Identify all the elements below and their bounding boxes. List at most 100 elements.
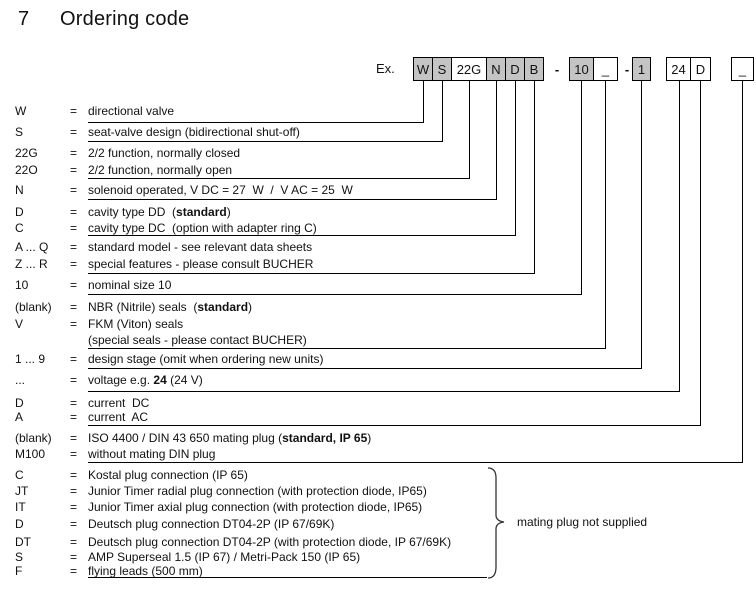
description-part: 2/2 function, normally open (88, 163, 233, 177)
code-box: _ (593, 57, 618, 81)
description: seat-valve design (bidirectional shut-of… (88, 125, 300, 139)
description-part: Junior Timer radial plug connection (wit… (88, 484, 427, 498)
equals-sign: = (70, 278, 78, 292)
description-part: nominal size 10 (88, 278, 172, 292)
code-label: IT (15, 500, 26, 514)
description-part: cavity type DD ( (88, 205, 177, 219)
description: design stage (omit when ordering new uni… (88, 352, 323, 366)
code-label: ... (15, 373, 26, 387)
equals-sign: = (70, 396, 78, 410)
description: NBR (Nitrile) seals (standard) (88, 300, 252, 314)
connector-line (88, 81, 516, 236)
example-label: Ex. (376, 61, 395, 76)
code-label: 22G (15, 146, 38, 160)
equals-sign: = (70, 125, 78, 139)
equals-sign: = (70, 163, 78, 177)
section-title: Ordering code (60, 8, 190, 30)
equals-sign: = (70, 517, 78, 531)
code-label: D (15, 517, 24, 531)
code-label: A (15, 410, 24, 424)
description-part: ) (367, 431, 372, 445)
code-label: JT (15, 484, 29, 498)
description-part: without mating DIN plug (88, 447, 216, 461)
connector-line (88, 81, 743, 463)
description-part: standard (197, 300, 249, 314)
code-separator: - (624, 61, 630, 77)
code-label: W (15, 104, 27, 118)
connector-line (88, 81, 497, 200)
code-box: 24 (666, 57, 691, 81)
equals-sign: = (70, 221, 78, 235)
description-part: NBR (Nitrile) seals ( (88, 300, 198, 314)
equals-sign: = (70, 447, 78, 461)
description-part: FKM (Viton) seals (88, 317, 184, 331)
description: nominal size 10 (88, 278, 171, 292)
description: special features - please consult BUCHER (88, 257, 313, 271)
description-part: Kostal plug connection (IP 65) (88, 468, 248, 482)
code-box: _ (731, 57, 754, 81)
code-box: S (432, 57, 452, 81)
description: solenoid operated, V DC = 27 W / V AC = … (88, 183, 353, 197)
description: without mating DIN plug (88, 447, 215, 461)
description-part: standard (176, 205, 227, 219)
description: FKM (Viton) seals (88, 317, 183, 331)
connector-line (88, 81, 680, 392)
description: cavity type DC (option with adapter ring… (88, 221, 317, 235)
description: directional valve (88, 104, 174, 118)
description-part: 2/2 function, normally closed (88, 146, 241, 160)
equals-sign: = (70, 240, 78, 254)
connector-line (88, 81, 470, 179)
description: AMP Superseal 1.5 (IP 67) / Metri-Pack 1… (88, 550, 360, 564)
description-part: (special seals - please contact BUCHER) (88, 333, 307, 347)
code-label: Z ... R (15, 257, 48, 271)
connector-line (88, 81, 582, 295)
description-part: seat-valve design (bidirectional shut-of… (88, 125, 300, 139)
description: Junior Timer axial plug connection (with… (88, 500, 422, 514)
description-part: 24 (153, 373, 167, 387)
description: cavity type DD (standard) (88, 205, 231, 219)
equals-sign: = (70, 352, 78, 366)
equals-sign: = (70, 146, 78, 160)
description: 2/2 function, normally closed (88, 146, 240, 160)
connector-line (88, 81, 535, 274)
code-box: D (690, 57, 711, 81)
description: 2/2 function, normally open (88, 163, 232, 177)
code-box: W (413, 57, 433, 81)
equals-sign: = (70, 500, 78, 514)
description-part: ) (226, 205, 231, 219)
code-label: 22O (15, 163, 38, 177)
connector-line (88, 81, 642, 369)
code-label: 10 (15, 278, 29, 292)
code-box: 1 (632, 57, 651, 81)
code-label: C (15, 221, 24, 235)
description-part: Deutsch plug connection DT04-2P (with pr… (88, 535, 452, 549)
code-separator: - (554, 61, 560, 77)
connector-line (88, 81, 606, 349)
code-box: D (505, 57, 525, 81)
description: Junior Timer radial plug connection (wit… (88, 484, 427, 498)
code-label: DT (15, 535, 31, 549)
code-label: (blank) (15, 431, 52, 445)
description-part: flying leads (500 mm) (88, 564, 203, 578)
description-part: design stage (omit when ordering new uni… (88, 352, 324, 366)
code-box: B (524, 57, 544, 81)
group-brace (487, 467, 505, 579)
description: Deutsch plug connection DT04-2P (IP 67/6… (88, 517, 334, 531)
mating-plug-note: mating plug not supplied (517, 515, 648, 529)
description: flying leads (500 mm) (88, 564, 203, 578)
equals-sign: = (70, 535, 78, 549)
code-label: C (15, 468, 24, 482)
description-part: current DC (88, 396, 150, 410)
code-label: F (15, 564, 23, 578)
code-box: 10 (569, 57, 594, 81)
description: ISO 4400 / DIN 43 650 mating plug (stand… (88, 431, 371, 445)
description-part: Deutsch plug connection DT04-2P (IP 67/6… (88, 517, 335, 531)
description-part: ISO 4400 / DIN 43 650 mating plug ( (88, 431, 283, 445)
equals-sign: = (70, 564, 78, 578)
description: (special seals - please contact BUCHER) (88, 333, 307, 347)
description-part: solenoid operated, V DC = 27 W / V AC = … (88, 183, 353, 197)
code-label: N (15, 183, 24, 197)
equals-sign: = (70, 104, 78, 118)
code-box: 22G (451, 57, 487, 81)
